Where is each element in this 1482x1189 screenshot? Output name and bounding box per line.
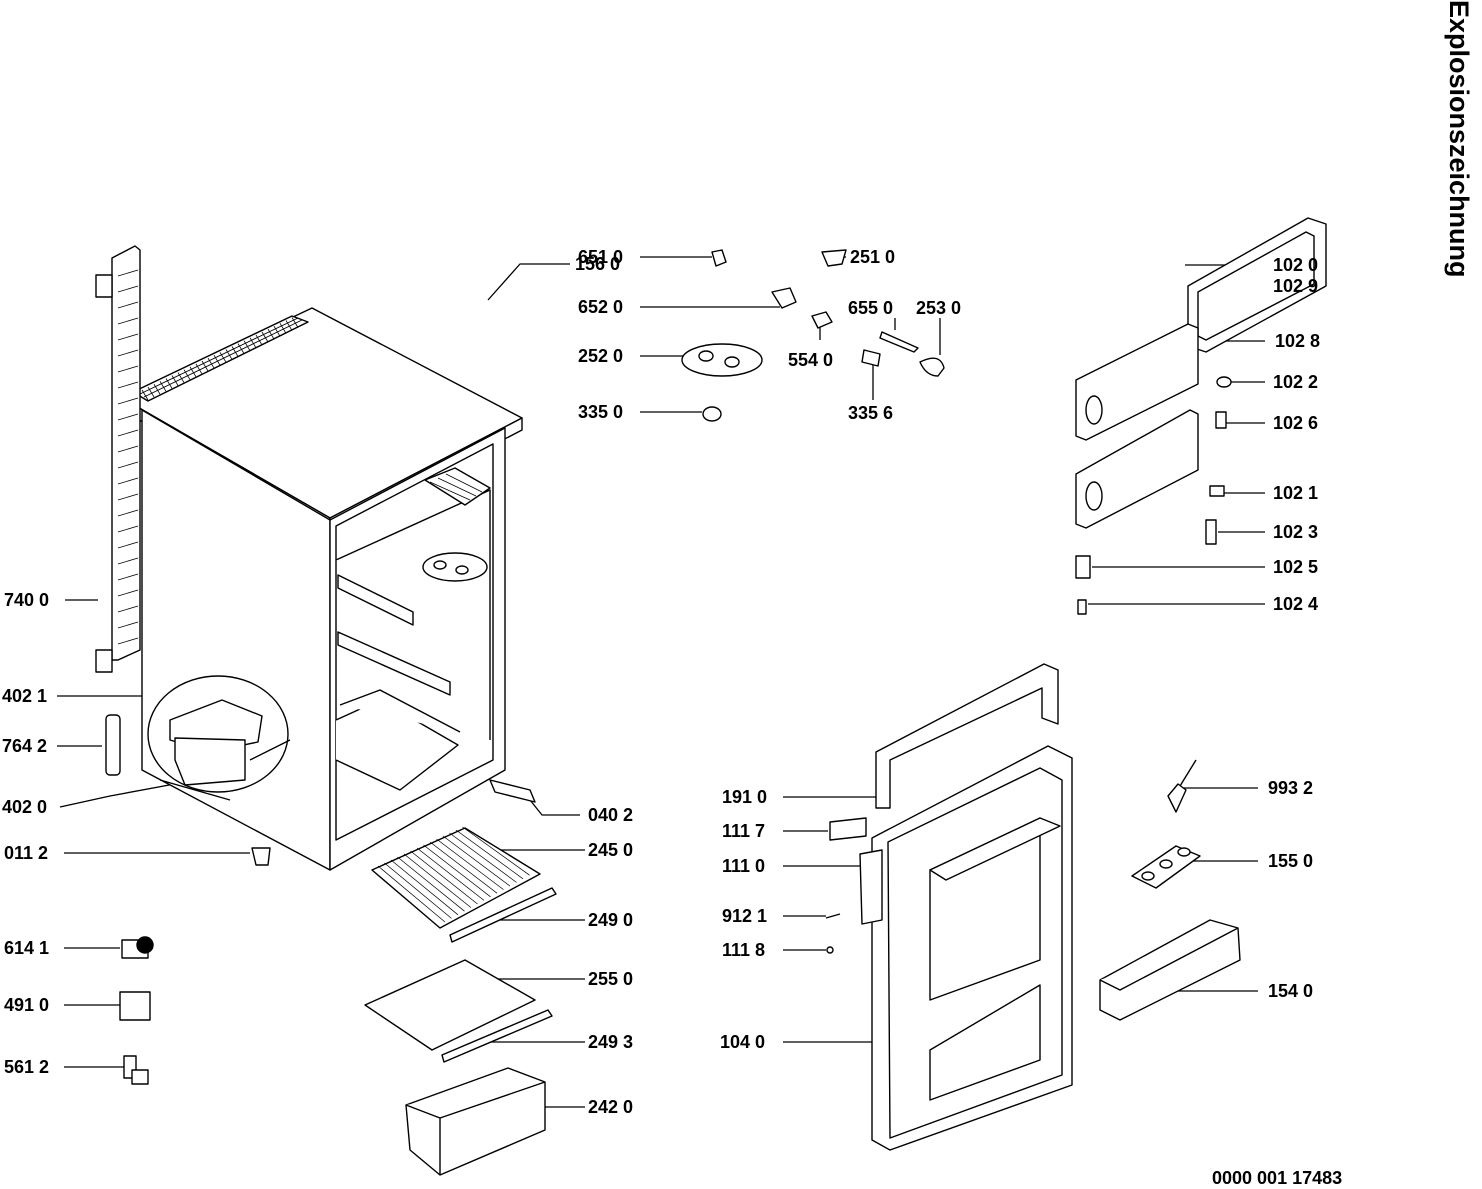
part-label-111-7: 111 7: [722, 821, 766, 841]
part-label-251-0: 251 0: [850, 247, 896, 267]
part-label-102-9: 102 9: [1273, 276, 1319, 296]
document-number: 0000 001 17483: [1212, 1168, 1343, 1188]
part-label-111-0: 111 0: [722, 856, 766, 876]
part-label-242-0: 242 0: [588, 1097, 634, 1117]
part-label-102-6: 102 6: [1273, 413, 1319, 433]
door-accessories: [1099, 759, 1241, 1021]
part-label-491-0: 491 0: [4, 995, 50, 1015]
part-label-102-5: 102 5: [1273, 557, 1319, 577]
part-label-011-2: 011 2: [4, 843, 49, 863]
part-label-335-6: 335 6: [848, 403, 894, 423]
misc-parts: [119, 936, 154, 1085]
part-label-102-0: 102 0: [1273, 255, 1319, 275]
part-label-249-3: 249 3: [588, 1032, 634, 1052]
part-label-255-0: 255 0: [588, 969, 634, 989]
part-label-554-0: 554 0: [788, 350, 834, 370]
part-label-614-1: 614 1: [4, 938, 50, 958]
part-label-155-0: 155 0: [1268, 851, 1314, 871]
part-label-740-0: 740 0: [4, 590, 50, 610]
part-label-249-0: 249 0: [588, 910, 634, 930]
freezer-door-parts: [1075, 217, 1327, 615]
part-label-102-4: 102 4: [1273, 594, 1319, 614]
control-parts: [681, 249, 945, 422]
part-label-655-0: 655 0: [848, 298, 894, 318]
part-label-191-0: 191 0: [722, 787, 768, 807]
leader-lines: [57, 256, 1322, 1108]
part-label-651-0: 651 0: [578, 247, 624, 267]
part-label-335-0: 335 0: [578, 402, 624, 422]
part-label-040-2: 040 2: [588, 805, 634, 825]
part-label-993-2: 993 2: [1268, 778, 1314, 798]
part-label-154-0: 154 0: [1268, 981, 1314, 1001]
part-label-561-2: 561 2: [4, 1057, 50, 1077]
part-label-102-1: 102 1: [1273, 483, 1319, 503]
part-label-912-1: 912 1: [722, 906, 768, 926]
part-label-111-8: 111 8: [722, 940, 766, 960]
cabinet: [95, 245, 536, 871]
part-label-102-8: 102 8: [1275, 331, 1321, 351]
part-label-245-0: 245 0: [588, 840, 634, 860]
part-label-402-0: 402 0: [2, 797, 48, 817]
part-label-102-2: 102 2: [1273, 372, 1319, 392]
part-label-156-0: 156 0: [575, 254, 621, 274]
part-label-402-1: 402 1: [2, 686, 48, 706]
part-label-652-0: 652 0: [578, 297, 624, 317]
door: [825, 663, 1073, 1151]
part-label-102-3: 102 3: [1273, 522, 1319, 542]
part-label-252-0: 252 0: [578, 346, 624, 366]
part-label-104-0: 104 0: [720, 1032, 766, 1052]
top-vent-slots: [141, 317, 299, 401]
part-label-253-0: 253 0: [916, 298, 962, 318]
part-label-764-2: 764 2: [2, 736, 48, 756]
shelves: [364, 826, 557, 1176]
